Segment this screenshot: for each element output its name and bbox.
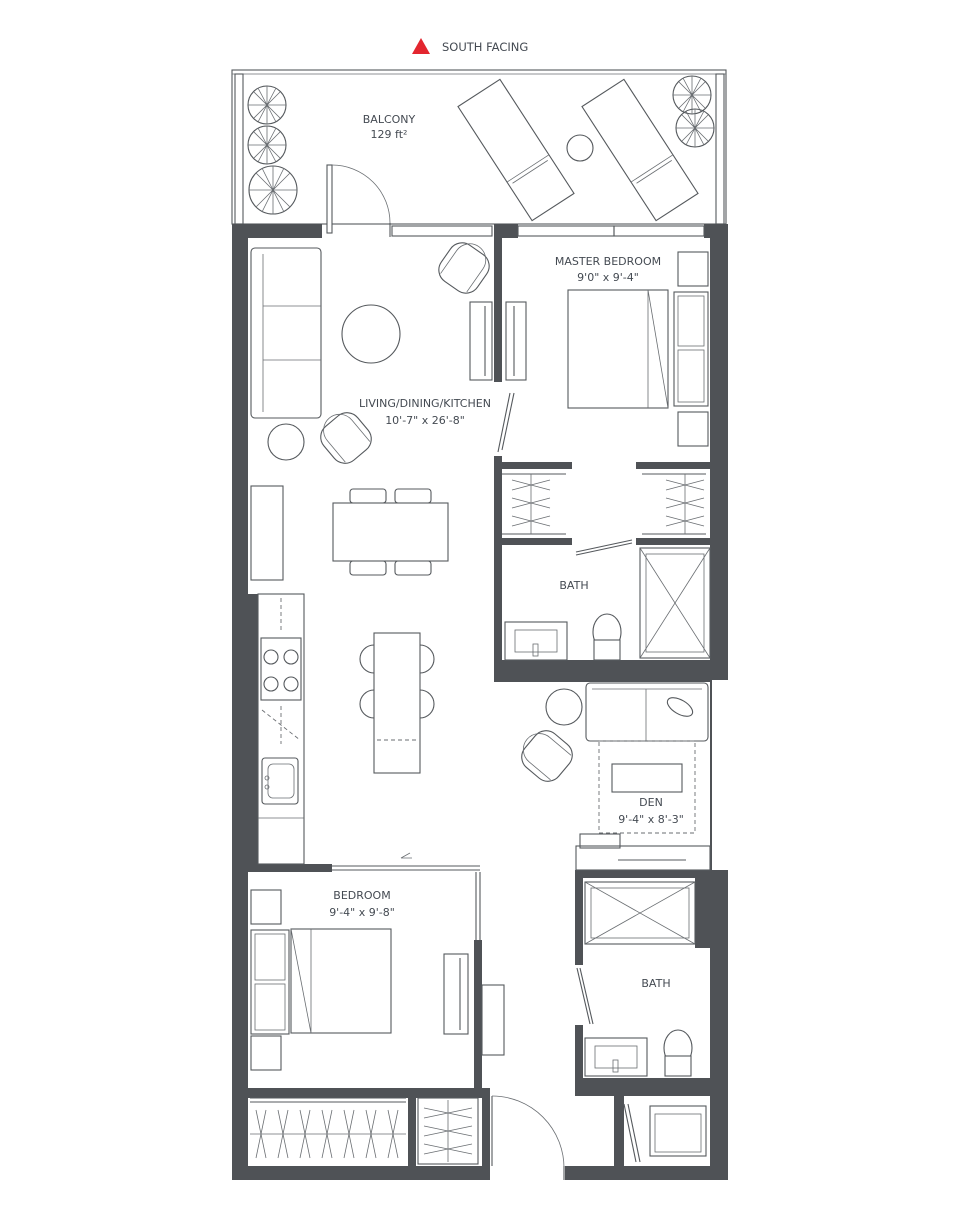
shower-icon <box>639 547 711 659</box>
shelf <box>481 984 505 1056</box>
walls <box>232 224 728 1180</box>
shower-icon <box>584 881 696 945</box>
dresser <box>673 291 709 407</box>
nightstand <box>677 411 709 447</box>
entry <box>491 1095 707 1180</box>
side-table <box>267 423 305 461</box>
living-area: LIVING/DINING/KITCHEN 10'-7" x 26'-8" <box>250 242 491 865</box>
master-bath: BATH <box>504 547 711 661</box>
cooktop-icon <box>260 637 302 701</box>
windows <box>391 225 705 237</box>
second-bath: BATH <box>576 881 696 1077</box>
closet <box>502 473 706 535</box>
plant-icon <box>248 165 298 215</box>
side-table <box>566 134 594 162</box>
coffee-table <box>611 763 683 793</box>
master-bedroom-dims: 9'0" x 9'-4" <box>577 271 639 284</box>
plant-icon <box>247 85 287 125</box>
master-bath-label: BATH <box>559 579 588 592</box>
balcony: BALCONY 129 ft² <box>231 69 727 237</box>
sink-icon <box>504 621 568 661</box>
toilet-icon <box>663 1029 693 1077</box>
bedroom-label: BEDROOM <box>333 889 390 902</box>
washer-dryer <box>649 1105 707 1157</box>
sofa-icon <box>250 247 322 419</box>
balcony-area: 129 ft² <box>371 128 408 141</box>
living-label: LIVING/DINING/KITCHEN <box>359 397 491 410</box>
laundry-door[interactable] <box>623 1103 641 1163</box>
sink-icon <box>584 1037 648 1077</box>
nightstand <box>250 1035 282 1071</box>
nightstand <box>250 889 282 925</box>
bed-icon <box>567 289 669 409</box>
kitchen-island <box>359 632 435 774</box>
entry-door[interactable] <box>491 1095 565 1180</box>
dresser <box>250 929 290 1035</box>
closet <box>250 1097 479 1165</box>
plant-icon <box>675 108 715 148</box>
lounge-chair-icon <box>457 78 575 222</box>
bedroom-dims: 9'-4" x 9'-8" <box>329 906 395 919</box>
master-bedroom-label: MASTER BEDROOM <box>555 255 661 268</box>
wardrobe <box>443 953 469 1035</box>
second-bath-door[interactable] <box>576 967 594 1025</box>
balcony-door[interactable] <box>326 164 391 237</box>
wardrobe <box>469 301 527 381</box>
orientation-indicator: SOUTH FACING <box>412 38 528 54</box>
living-dims: 10'-7" x 26'-8" <box>385 414 465 427</box>
second-bath-label: BATH <box>641 977 670 990</box>
dining-set <box>332 488 449 576</box>
den-label: DEN <box>639 796 663 809</box>
rug <box>598 740 696 834</box>
armchair-icon <box>521 730 573 782</box>
lounge-chair-icon <box>581 78 699 222</box>
media-console <box>250 485 284 581</box>
plant-icon <box>247 125 287 165</box>
nightstand <box>677 251 709 287</box>
toilet-icon <box>592 613 622 661</box>
armchair-icon <box>320 412 372 464</box>
master-bath-door[interactable] <box>575 539 633 556</box>
bedroom: BEDROOM 9'-4" x 9'-8" <box>250 865 505 1165</box>
sink-icon <box>261 757 299 805</box>
den-dims: 9'-4" x 8'-3" <box>618 813 684 826</box>
master-bedroom: MASTER BEDROOM 9'0" x 9'-4" <box>469 251 709 556</box>
side-table <box>545 688 583 726</box>
den: DEN 9'-4" x 8'-3" <box>521 682 711 871</box>
triangle-marker-icon <box>412 38 430 54</box>
bed-icon <box>290 928 392 1034</box>
bedroom-sliding-door[interactable] <box>332 865 481 940</box>
kitchen-counter <box>257 593 305 865</box>
master-bedroom-door[interactable] <box>497 392 515 453</box>
plant-icon <box>672 75 712 115</box>
balcony-label: BALCONY <box>363 113 416 126</box>
media-console <box>575 833 711 871</box>
sofa-icon <box>585 682 709 742</box>
coffee-table <box>341 304 401 364</box>
armchair-icon <box>438 242 490 294</box>
orientation-label: SOUTH FACING <box>442 40 528 54</box>
